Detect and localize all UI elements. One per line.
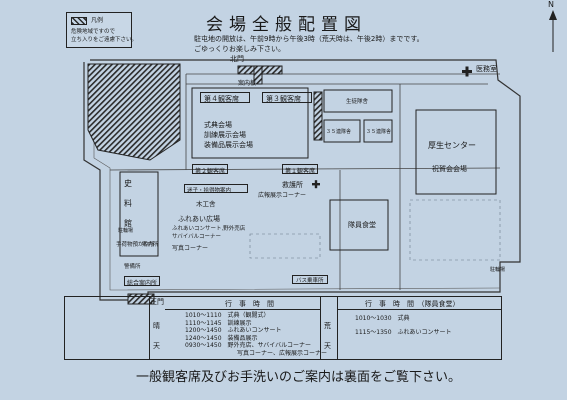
police-label: 警備所 — [124, 264, 141, 270]
wood-crafts-label: 木工舎 — [196, 200, 216, 208]
dining-label: 隊員食堂 — [348, 221, 376, 229]
dining-hall — [329, 199, 389, 251]
hq-bldg-label: 生徒隊舎 — [346, 99, 369, 105]
welfare-label: 厚生センター — [428, 141, 476, 150]
pr-booth-label: 広報展示コーナー — [258, 192, 307, 199]
legend-line2: 立ち入りをご遠慮下さい。 — [71, 37, 138, 43]
fair-label: 晴 — [153, 322, 160, 330]
rain-label2: 天 — [324, 342, 331, 350]
main-gate: 正門 — [150, 298, 164, 306]
rain-list: 1010～1030 式典 1115～1350 ふれあいコンサート — [355, 312, 452, 340]
list-item: 1200～1450 ふれあいコンサート — [185, 327, 282, 335]
photo-corner: 写真コーナー — [172, 245, 209, 252]
fureai-sub1: ふれあいコンサート,野外売店 — [172, 226, 246, 232]
ceremony-label3: 装備品展示会場 — [204, 141, 253, 149]
schedule-right-title: 行 事 時 間 （隊員食堂） — [365, 300, 460, 308]
bldg35b-label: ３５連隊舎 — [366, 129, 392, 135]
baggage-label: 手荷物預かり所 — [116, 242, 155, 248]
north-label: N — [548, 0, 554, 9]
welfare-center — [415, 109, 497, 195]
list-item: 1010～1030 式典 — [355, 315, 410, 322]
parking-staff-label: 駐輪場 — [118, 228, 134, 234]
schedule-left-title: 行 事 時 間 — [225, 300, 274, 308]
legend-header: 凡例 — [91, 17, 104, 24]
north-gate: 北門 — [230, 55, 244, 63]
museum-label-1: 史 — [124, 179, 132, 188]
danger-area-gate — [127, 293, 155, 305]
notice-line2: ごゆっくりお楽しみ下さい。 — [194, 45, 285, 53]
notice-line1: 駐屯地の開放は、午前9時から午後3時（荒天時は、午後2時）までです。 — [194, 35, 424, 43]
stand-3: 第３観客席 — [262, 92, 312, 103]
page-title: 会場全般配置図 — [206, 15, 367, 35]
stand-1: 第１観客席 — [282, 164, 318, 175]
ceremony-label2: 訓練展示会場 — [204, 131, 246, 139]
museum-label-2: 料 — [124, 199, 132, 208]
list-item: 1110～1145 訓練展示 — [185, 319, 252, 327]
fair-label2: 天 — [153, 342, 160, 350]
museum-label-3: 館 — [124, 219, 132, 228]
stand-2: 第２観客席 — [192, 164, 228, 175]
fair-list: 1010～1110 式典（観閲式） 1110～1145 訓練展示 1200～14… — [185, 312, 327, 358]
schedule-table: 行 事 時 間 行 事 時 間 （隊員食堂） 晴 天 荒 天 1010～1110… — [64, 296, 502, 360]
bldg35a-label: ３５連隊舎 — [326, 129, 352, 135]
list-item: 写真コーナー、広報展示コーナー — [237, 349, 327, 357]
first-aid-label: 救護所 — [282, 181, 303, 189]
danger-area-center — [313, 91, 323, 141]
ceremony-label1: 式典会場 — [204, 121, 232, 129]
list-item: 1115～1350 ふれあいコンサート — [355, 329, 452, 336]
bus-stop: バス乗車所 — [292, 275, 328, 284]
legend-line1: 危険地域ですので — [71, 29, 116, 35]
perimeter-road — [83, 59, 521, 301]
general-info: 総合案内所 — [124, 276, 160, 287]
medical-label: 医務室 — [476, 65, 497, 73]
bike-parking-label: 駐輪場 — [490, 267, 506, 273]
info-board-label: 案内板 — [238, 80, 257, 87]
fureai-sub2: サバイバルコーナー — [172, 234, 222, 240]
danger-area-large — [87, 63, 181, 161]
fureai-label: ふれあい広場 — [178, 215, 220, 223]
legend: 凡例 危険地域ですので 立ち入りをご遠慮下さい。 — [66, 12, 137, 48]
museum — [119, 171, 159, 257]
list-item: 1240～1450 装備品展示 — [185, 334, 258, 342]
rain-label: 荒 — [324, 322, 331, 330]
lost-child-info: 迷子・拾得物案内 — [184, 184, 248, 194]
stand-4: 第４観客席 — [200, 92, 250, 103]
ceremony-area — [191, 87, 309, 159]
list-item: 1010～1110 式典（観閲式） — [185, 312, 270, 319]
info-center-label: 案内所 — [142, 242, 159, 248]
list-item: 0930～1450 野外売店、サバイバルコーナー — [185, 342, 312, 350]
footer-notice: 一般観客席及びお手洗いのご案内は裏面をご覧下さい。 — [136, 370, 462, 385]
banquet-label: 祝賀会会場 — [432, 165, 467, 173]
hatch-swatch — [71, 17, 87, 25]
